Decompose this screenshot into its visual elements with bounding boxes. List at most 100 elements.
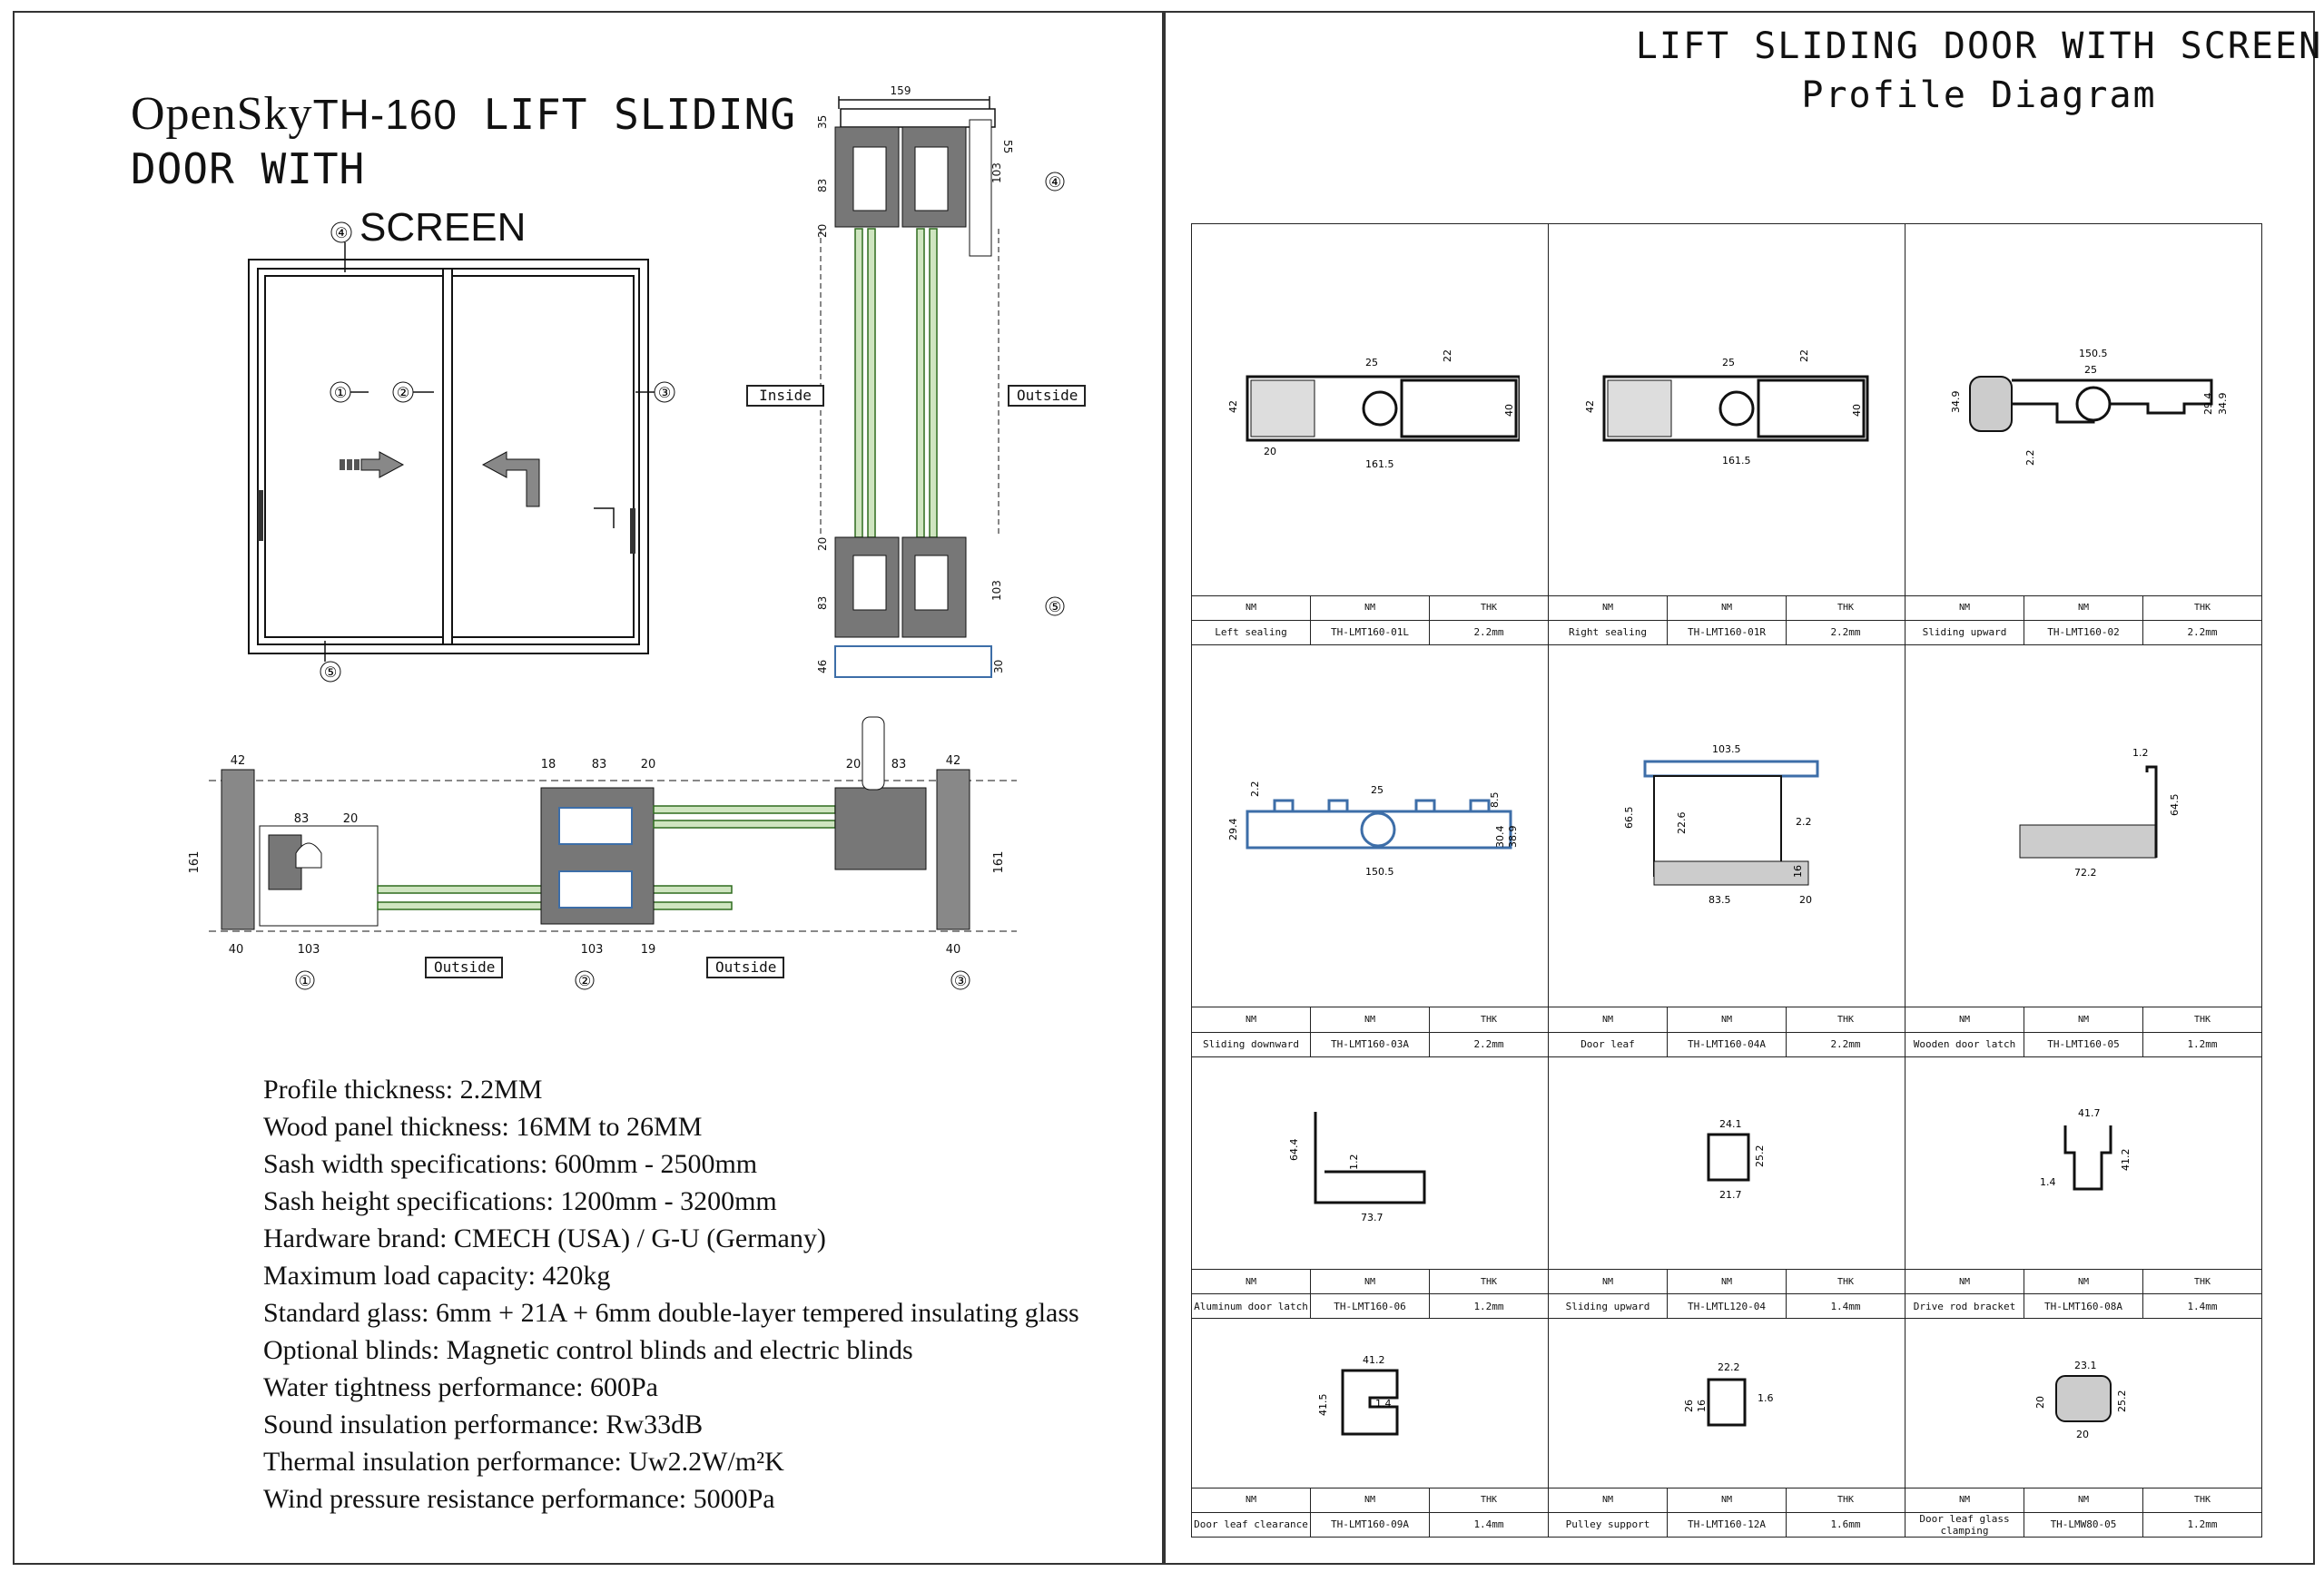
profile-code: TH-LMT160-08A bbox=[2024, 1293, 2143, 1320]
profile-code: TH-LMT160-06 bbox=[1310, 1293, 1430, 1320]
svg-text:1.4: 1.4 bbox=[2040, 1176, 2056, 1188]
page-title-right: LIFT SLIDING DOOR WITH SCREEN Profile Di… bbox=[1598, 22, 2324, 120]
header-nm: NM bbox=[1905, 1007, 2024, 1033]
svg-text:25: 25 bbox=[1722, 357, 1735, 368]
header-thk: THK bbox=[1786, 1487, 1905, 1513]
page-title-left: OpenSkyTH-160 LIFT SLIDING DOOR WITH bbox=[131, 87, 796, 196]
header-thk: THK bbox=[1786, 1007, 1905, 1033]
svg-text:83.5: 83.5 bbox=[1709, 894, 1731, 906]
profile-code: TH-LMT160-04A bbox=[1667, 1031, 1787, 1057]
profile-code: TH-LMT160-02 bbox=[2024, 619, 2143, 645]
profile-name: Aluminum door latch bbox=[1191, 1293, 1311, 1320]
callout-5: ⑤ bbox=[324, 663, 337, 681]
title-line-3: SCREEN bbox=[359, 205, 527, 250]
spec-line: Thermal insulation performance: Uw2.2W/m… bbox=[263, 1447, 784, 1477]
slide-right-arrow-icon bbox=[340, 451, 405, 478]
dim-83-top: 83 bbox=[816, 179, 829, 192]
left-page-frame bbox=[13, 11, 1166, 1565]
header-thk: THK bbox=[1786, 594, 1905, 621]
hdim-40-right: 40 bbox=[946, 943, 961, 957]
dim-46: 46 bbox=[816, 660, 829, 673]
svg-text:64.4: 64.4 bbox=[1288, 1138, 1300, 1161]
svg-text:40: 40 bbox=[1503, 404, 1515, 417]
outside-label-plan-1: Outside bbox=[425, 957, 503, 978]
profile-name: Right sealing bbox=[1548, 619, 1668, 645]
svg-text:41.2: 41.2 bbox=[2120, 1148, 2132, 1171]
header-nm: NM bbox=[1905, 1487, 2024, 1513]
svg-text:1.2: 1.2 bbox=[1348, 1154, 1360, 1170]
svg-text:25: 25 bbox=[1365, 357, 1378, 368]
svg-text:41.2: 41.2 bbox=[1363, 1354, 1385, 1366]
header-nm: NM bbox=[2024, 594, 2143, 621]
callout-1-plan: ① bbox=[299, 972, 311, 989]
header-thk: THK bbox=[1786, 1269, 1905, 1295]
svg-text:23.1: 23.1 bbox=[2074, 1360, 2097, 1371]
callout-1: ① bbox=[334, 384, 347, 401]
header-nm: NM bbox=[2024, 1487, 2143, 1513]
header-nm: NM bbox=[1191, 594, 1311, 621]
svg-text:103.5: 103.5 bbox=[1712, 743, 1741, 755]
callout-4-section: ④ bbox=[1049, 173, 1061, 191]
svg-text:64.5: 64.5 bbox=[2169, 793, 2181, 816]
hdim-42-right: 42 bbox=[946, 754, 961, 768]
spec-line: Standard glass: 6mm + 21A + 6mm double-l… bbox=[263, 1298, 1079, 1328]
profile-code: TH-LMT160-09A bbox=[1310, 1511, 1430, 1538]
svg-text:2.2: 2.2 bbox=[1796, 816, 1812, 828]
profile-code: TH-LMT160-12A bbox=[1667, 1511, 1787, 1538]
svg-text:20: 20 bbox=[1799, 894, 1812, 906]
header-thk: THK bbox=[1429, 594, 1549, 621]
hdim-103-mid: 103 bbox=[581, 943, 604, 957]
door-elevation-diagram: ① ② ③ ④ ⑤ bbox=[248, 221, 675, 683]
svg-text:21.7: 21.7 bbox=[1719, 1189, 1742, 1201]
svg-text:25: 25 bbox=[1371, 784, 1384, 796]
header-nm: NM bbox=[1667, 594, 1787, 621]
svg-text:161.5: 161.5 bbox=[1722, 455, 1751, 467]
header-nm: NM bbox=[1667, 1487, 1787, 1513]
svg-text:2.2: 2.2 bbox=[1249, 781, 1261, 797]
svg-text:20: 20 bbox=[1264, 446, 1276, 457]
profile-name: Door leaf clearance bbox=[1191, 1511, 1311, 1538]
hdim-20-right: 20 bbox=[846, 758, 862, 771]
svg-text:150.5: 150.5 bbox=[2079, 348, 2108, 359]
inside-label: Inside bbox=[746, 385, 824, 407]
header-nm: NM bbox=[1548, 1487, 1668, 1513]
right-page-frame bbox=[1162, 11, 2315, 1565]
outside-label: Outside bbox=[1008, 385, 1086, 407]
profile-name: Pulley support bbox=[1548, 1511, 1668, 1538]
profile-name: Door leaf bbox=[1548, 1031, 1668, 1057]
svg-text:29.4: 29.4 bbox=[1227, 818, 1239, 840]
header-nm: NM bbox=[1310, 1269, 1430, 1295]
svg-text:22: 22 bbox=[1442, 349, 1453, 362]
profile-code: TH-LMT160-05 bbox=[2024, 1031, 2143, 1057]
profile-thickness: 2.2mm bbox=[1786, 619, 1905, 645]
profile-name: Door leaf glass clamping bbox=[1905, 1511, 2024, 1538]
profile-thickness: 2.2mm bbox=[1429, 1031, 1549, 1057]
header-nm: NM bbox=[1191, 1269, 1311, 1295]
dim-159: 159 bbox=[891, 84, 911, 97]
svg-text:26: 26 bbox=[1683, 1400, 1695, 1412]
profile-code: TH-LMW80-05 bbox=[2024, 1511, 2143, 1538]
svg-text:40: 40 bbox=[1851, 404, 1863, 417]
spec-line: Water tightness performance: 600Pa bbox=[263, 1372, 658, 1402]
profile-code: TH-LMT160-03A bbox=[1310, 1031, 1430, 1057]
spec-line: Wood panel thickness: 16MM to 26MM bbox=[263, 1112, 703, 1142]
dim-30: 30 bbox=[992, 660, 1005, 673]
profile-thickness: 1.2mm bbox=[1429, 1293, 1549, 1320]
dim-55: 55 bbox=[1001, 140, 1014, 153]
svg-text:24.1: 24.1 bbox=[1719, 1118, 1742, 1130]
header-nm: NM bbox=[1905, 594, 2024, 621]
profile-thickness: 2.2mm bbox=[2142, 619, 2262, 645]
header-nm: NM bbox=[1310, 1487, 1430, 1513]
hdim-18: 18 bbox=[541, 758, 556, 771]
